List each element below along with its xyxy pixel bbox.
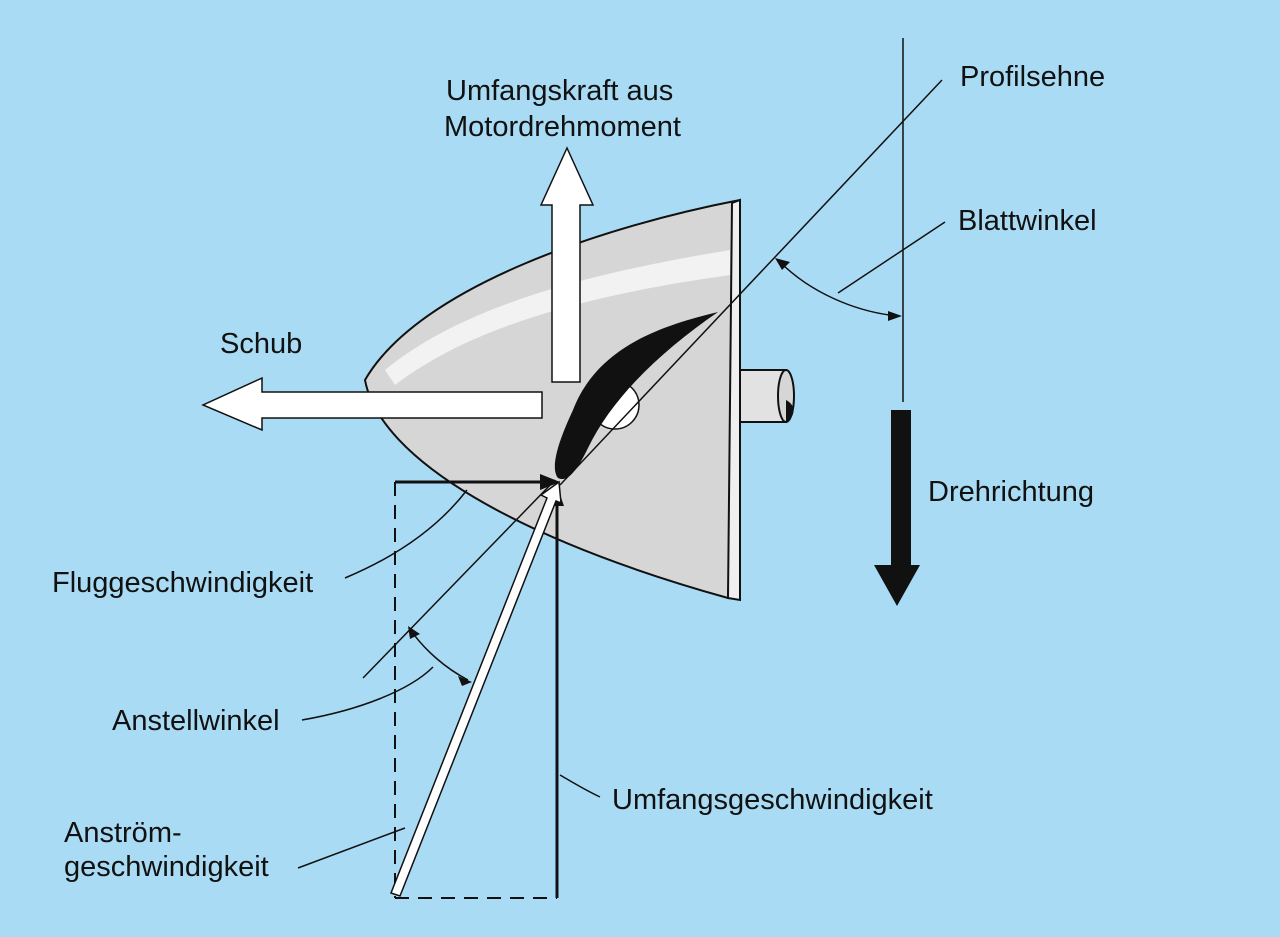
anstroem-leader — [297, 827, 406, 869]
blattwinkel-arrow-start — [775, 258, 790, 270]
chord-line-extension — [362, 479, 556, 679]
label-anstellwinkel: Anstellwinkel — [112, 705, 280, 737]
label-blattwinkel: Blattwinkel — [958, 205, 1097, 237]
label-anstroem-line1: Anström- — [64, 817, 182, 849]
blattwinkel-arrow-end — [888, 311, 902, 321]
anstellwinkel-arrow-start — [408, 626, 420, 639]
label-fluggeschwindigkeit: Fluggeschwindigkeit — [52, 567, 314, 599]
schub-arrow — [201, 376, 543, 432]
blade-root-edge — [726, 198, 741, 602]
anstellwinkel-arrow-end — [458, 676, 472, 686]
propeller-blade — [363, 198, 742, 600]
label-anstroem-line2: geschwindigkeit — [64, 851, 269, 883]
blade-highlight — [385, 250, 730, 385]
umfangsgeschwindigkeit-leader — [559, 774, 601, 798]
label-umfangsgeschwindigkeit: Umfangsgeschwindigkeit — [612, 784, 933, 816]
label-umfangskraft-line1: Umfangskraft aus — [446, 75, 674, 107]
blattwinkel-arc — [779, 261, 899, 317]
drehrichtung-arrow — [874, 410, 920, 606]
blattwinkel-leader — [837, 221, 946, 294]
umfangskraft-arrow — [539, 146, 595, 383]
anstellwinkel-leader — [301, 666, 434, 721]
airfoil-section — [554, 312, 718, 480]
label-schub: Schub — [220, 328, 303, 360]
fluggeschwindigkeit-arrowhead — [540, 474, 560, 490]
label-drehrichtung: Drehrichtung — [928, 476, 1095, 508]
chord-line — [559, 79, 943, 486]
anstroemgeschwindigkeit-vector — [390, 480, 562, 897]
label-umfangskraft-line2: Motordrehmoment — [444, 111, 681, 143]
anstellwinkel-arc — [411, 631, 469, 681]
label-profilsehne: Profilsehne — [960, 61, 1106, 93]
fluggeschwindigkeit-leader — [344, 489, 468, 579]
